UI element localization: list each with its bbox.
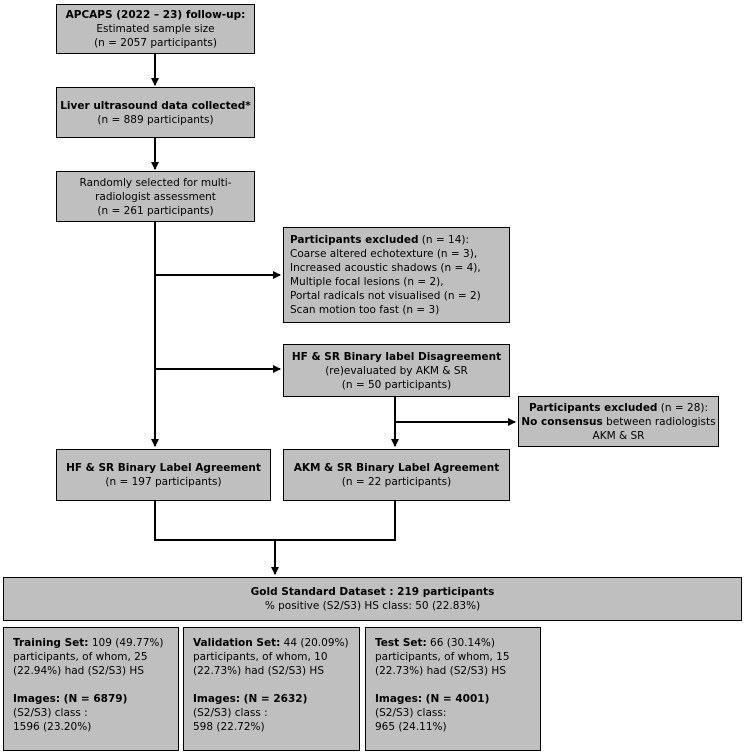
exclusion-1-count: (n = 14): [418,234,470,246]
akm-sr-agreement-title: AKM & SR Binary Label Agreement [293,462,500,474]
gold-standard-title: Gold Standard Dataset : 219 participants [250,586,495,598]
followup-box: APCAPS (2022 – 23) follow-up: Estimated … [56,4,255,54]
exclusion-1-item: Multiple focal lesions (n = 2), [290,276,444,288]
exclusion-2-title: Participants excluded [528,401,658,414]
hf-sr-agreement-title: HF & SR Binary Label Agreement [66,462,261,474]
random-selection-box: Randomly selected for multi- radiologist… [56,171,255,222]
training-set-line-2: participants, of whom, 25 [13,651,148,663]
test-class-count: 965 (24.11%) [375,721,447,733]
spacer [375,678,534,692]
test-set-count: 66 (30.14%) [426,637,495,649]
akm-sr-agreement-box: AKM & SR Binary Label Agreement (n = 22 … [283,449,510,501]
test-set-heading: Test Set: 66 (30.14%) [375,636,534,650]
akm-sr-agreement-count: (n = 22 participants) [341,476,452,488]
followup-title: APCAPS (2022 – 23) follow-up: [65,9,246,21]
exclusion-box-2: Participants excluded (n = 28): No conse… [518,396,719,447]
spacer [193,678,353,692]
validation-set-heading: Validation Set: 44 (20.09%) [193,636,353,650]
training-set-heading: Training Set: 109 (49.77%) [13,636,172,650]
validation-set-box: Validation Set: 44 (20.09%) participants… [183,627,360,751]
exclusion-2-line-3: AKM & SR [592,429,645,442]
test-set-line-2: participants, of whom, 15 [375,651,510,663]
ultrasound-title: Liver ultrasound data collected* [60,99,251,112]
validation-class-label: (S2/S3) class : [193,707,268,719]
validation-images: Images: (N = 2632) [193,693,308,705]
exclusion-1-item: Scan motion too fast (n = 3) [290,304,440,316]
test-set-line-3: (22.73%) had (S2/S3) HS [375,665,506,677]
training-set-box: Training Set: 109 (49.77%) participants,… [3,627,179,751]
validation-set-line-2: participants, of whom, 10 [193,651,328,663]
exclusion-2-count: (n = 28): [657,401,709,414]
followup-line-2: (n = 2057 participants) [94,37,217,49]
gold-standard-line-1: % positive (S2/S3) HS class: 50 (22.83%) [264,600,481,612]
exclusion-box-1: Participants excluded (n = 14): Coarse a… [283,227,510,323]
training-set-count: 109 (49.77%) [88,637,164,649]
disagreement-line-2: (n = 50 participants) [341,378,452,391]
exclusion-1-heading: Participants excluded (n = 14): [290,233,503,247]
training-images: Images: (N = 6879) [13,693,128,705]
merge-connector [154,501,396,541]
test-images: Images: (N = 4001) [375,693,490,705]
exclusion-1-item: Increased acoustic shadows (n = 4), [290,262,481,274]
ultrasound-box: Liver ultrasound data collected* (n = 88… [56,87,255,138]
training-class-label: (S2/S3) class : [13,707,88,719]
random-line-1: Randomly selected for multi- [79,176,232,189]
ultrasound-line-1: (n = 889 participants) [97,113,214,126]
followup-line-1: Estimated sample size [96,23,215,35]
exclusion-2-heading: Participants excluded (n = 28): [529,401,708,415]
test-set-box: Test Set: 66 (30.14%) participants, of w… [365,627,541,751]
training-class-count: 1596 (23.20%) [13,721,92,733]
training-set-line-3: (22.94%) had (S2/S3) HS [13,665,144,677]
exclusion-1-title: Participants excluded [290,234,419,246]
validation-class-count: 598 (22.72%) [193,721,265,733]
training-set-label: Training Set: [13,637,89,649]
hf-sr-agreement-count: (n = 197 participants) [105,476,222,488]
test-class-label: (S2/S3) class: [375,707,447,719]
disagreement-line-1: (re)evaluated by AKM & SR [325,364,468,377]
test-set-label: Test Set: [375,637,427,649]
spacer [13,678,172,692]
exclusion-1-item: Portal radicals not visualised (n = 2) [290,290,481,302]
hf-sr-agreement-box: HF & SR Binary Label Agreement (n = 197 … [56,449,271,501]
gold-standard-box: Gold Standard Dataset : 219 participants… [3,577,742,621]
validation-set-label: Validation Set: [193,637,281,649]
exclusion-2-reason-rest: between radiologists [602,415,716,428]
random-line-2: radiologist assessment [95,190,216,203]
validation-set-count: 44 (20.09%) [280,637,349,649]
validation-set-line-3: (22.73%) had (S2/S3) HS [193,665,324,677]
disagreement-title: HF & SR Binary label Disagreement [291,350,502,363]
disagreement-box: HF & SR Binary label Disagreement (re)ev… [283,344,510,397]
exclusion-2-reason: No consensus between radiologists [521,415,715,429]
random-line-3: (n = 261 participants) [97,204,214,217]
exclusion-1-item: Coarse altered echotexture (n = 3), [290,248,478,260]
exclusion-2-reason-bold: No consensus [521,415,603,428]
